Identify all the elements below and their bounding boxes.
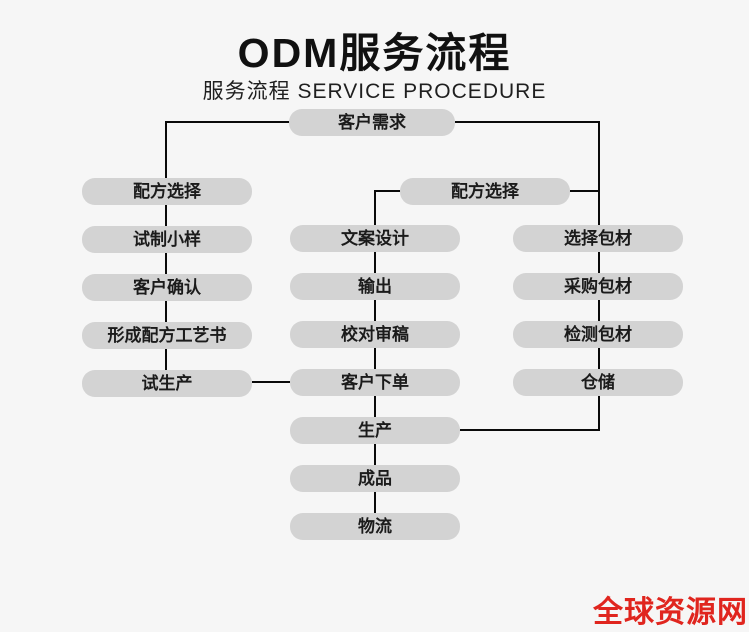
flow-node-formula-process-book: 形成配方工艺书 — [82, 322, 252, 349]
connector-root-to-left — [165, 121, 289, 123]
flow-node-select-packaging: 选择包材 — [513, 225, 683, 252]
flow-node-customer-order: 客户下单 — [290, 369, 460, 396]
flow-node-warehousing: 仓储 — [513, 369, 683, 396]
connector-middle-column-spine — [374, 190, 376, 520]
flow-node-formula-selection-left: 配方选择 — [82, 178, 252, 205]
flow-node-formula-selection-middle: 配方选择 — [400, 178, 570, 205]
flow-node-test-packaging: 检测包材 — [513, 321, 683, 348]
site-watermark: 全球资源网 — [593, 596, 748, 629]
flow-node-purchase-packaging: 采购包材 — [513, 273, 683, 300]
page-subtitle: 服务流程 SERVICE PROCEDURE — [202, 80, 547, 103]
flow-node-proofreading: 校对审稿 — [290, 321, 460, 348]
flow-node-trial-production: 试生产 — [82, 370, 252, 397]
connector-production-to-warehouse — [460, 429, 600, 431]
page-title: ODM服务流程 — [237, 30, 512, 76]
connector-trial-production-to-order — [252, 381, 290, 383]
flow-node-production: 生产 — [290, 417, 460, 444]
flow-node-customer-demand: 客户需求 — [289, 109, 455, 136]
connector-root-to-right — [455, 121, 600, 123]
connector-middle-header-left — [374, 190, 400, 192]
flow-node-customer-confirmation: 客户确认 — [82, 274, 252, 301]
flow-node-copy-design: 文案设计 — [290, 225, 460, 252]
flow-node-finished-product: 成品 — [290, 465, 460, 492]
flow-node-output: 输出 — [290, 273, 460, 300]
connector-middle-header-right — [570, 190, 600, 192]
flow-node-logistics: 物流 — [290, 513, 460, 540]
flow-node-trial-sample: 试制小样 — [82, 226, 252, 253]
